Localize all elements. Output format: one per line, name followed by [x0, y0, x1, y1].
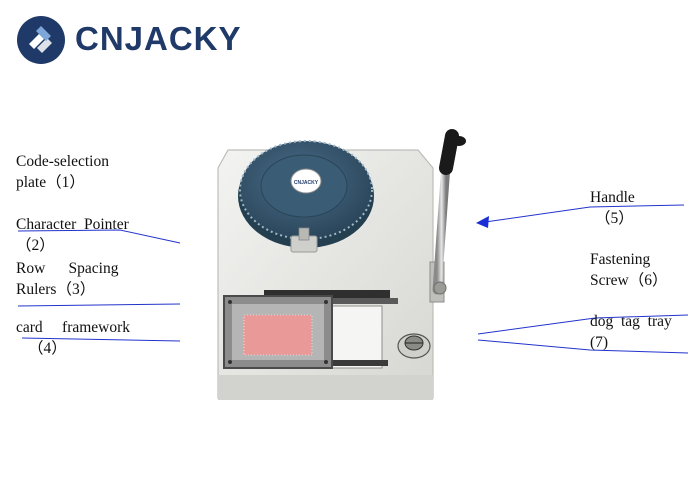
handle — [429, 129, 466, 303]
brand-logo: CNJACKY — [15, 14, 241, 66]
leader-line-row-spacing — [17, 303, 181, 307]
leader-lines — [17, 204, 689, 354]
leader-line-handle — [484, 204, 685, 223]
label-dog-tag-tray: dog tag tray (7) — [590, 313, 672, 351]
leader-line-tray-upper — [477, 314, 689, 335]
character-pointer — [290, 227, 318, 253]
handle-arrow-head — [476, 216, 489, 228]
label-character-pointer: Character Pointer （2） — [16, 216, 129, 254]
label-row-spacing-rulers: Row Spacing Rulers（3） — [16, 260, 119, 298]
fastening-screw — [397, 333, 431, 359]
leader-line-tray-lower — [477, 339, 689, 354]
label-code-selection-plate: Code-selection plate（1） — [16, 153, 109, 191]
leader-line-card-framework — [21, 337, 181, 342]
label-card-framework: card framework （4） — [16, 319, 131, 357]
cnjacky-logo-icon — [17, 16, 65, 64]
label-handle: Handle （5） — [590, 189, 635, 227]
brand-name: CNJACKY — [75, 20, 242, 57]
leader-line-character-pointer — [17, 229, 181, 244]
dog-tag-tray — [326, 305, 388, 369]
dial-badge: CNJACKY — [294, 180, 319, 186]
label-fastening-screw: Fastening Screw（6） — [590, 251, 668, 289]
card-framework — [223, 295, 333, 369]
